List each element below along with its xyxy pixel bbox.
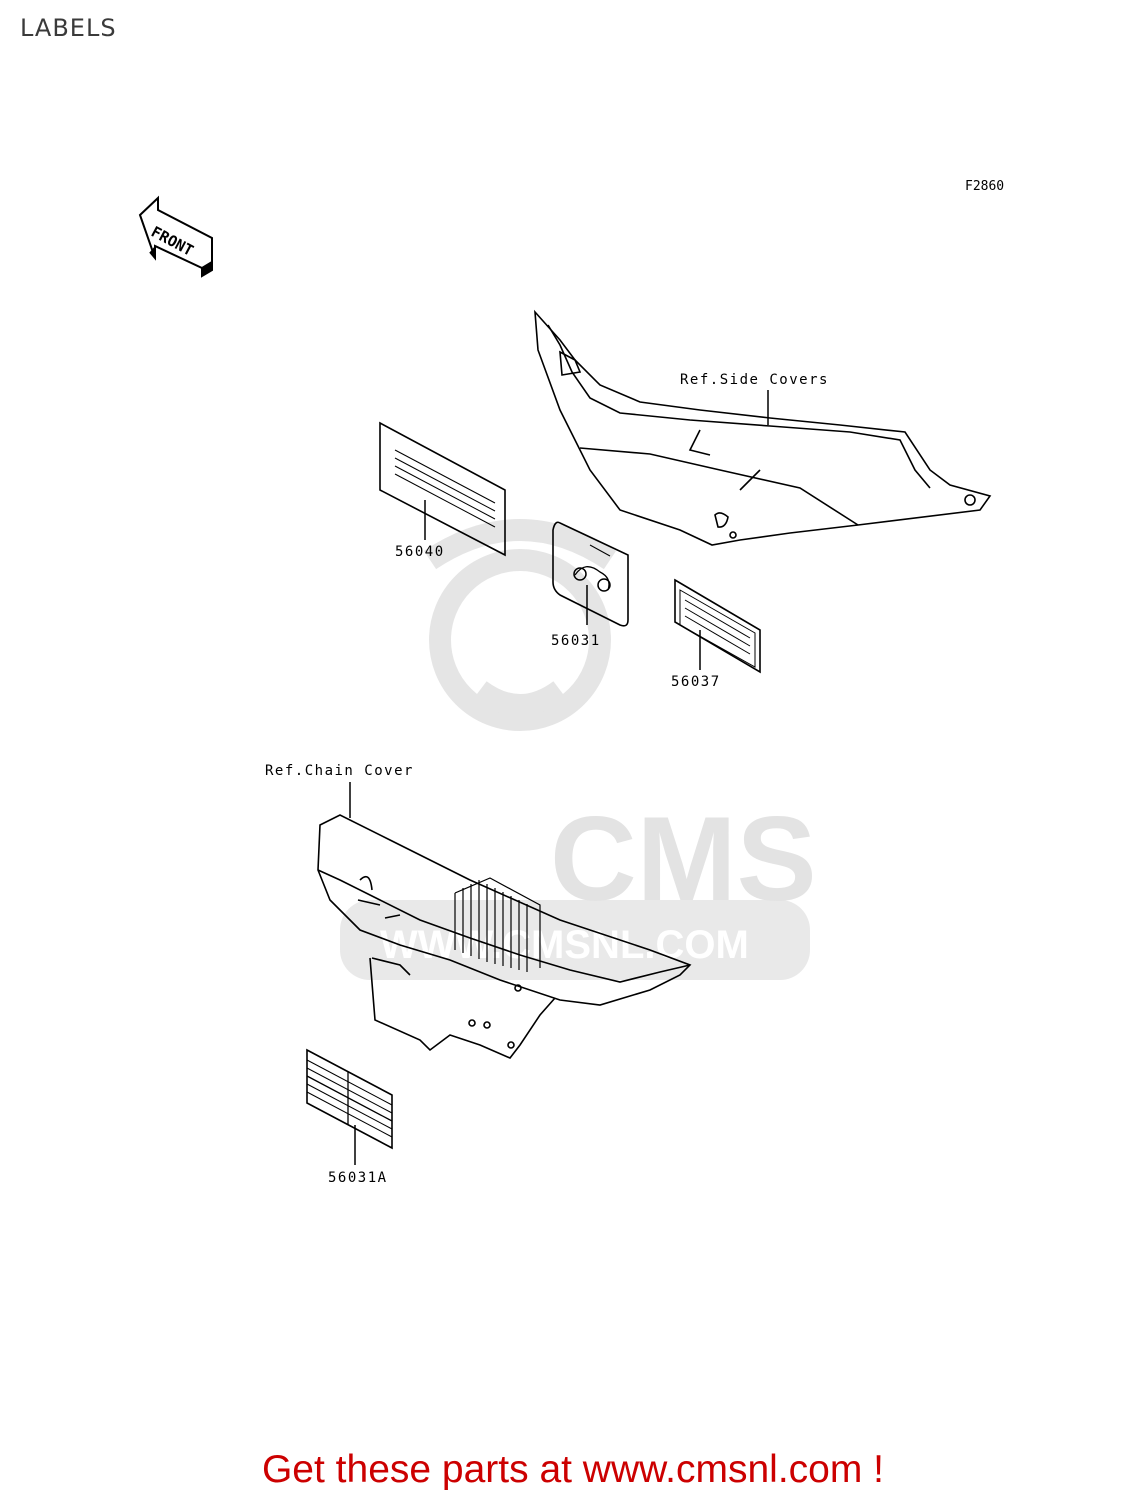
side-cover-part [534,309,992,546]
page-title: LABELS [20,14,117,42]
chain-cover-callout: Ref.Chain Cover [265,763,414,779]
label-56037-callout: 56037 [671,674,721,690]
watermark-url: WWW.CMSNL.COM [380,923,749,967]
label-56031-callout: 56031 [551,633,601,649]
side-covers-callout: Ref.Side Covers [680,372,829,388]
label-56040-part [379,421,506,557]
footer-parts-link[interactable]: Get these parts at www.cmsnl.com ! [261,1448,885,1491]
watermark-logo [423,519,617,731]
label-56031a-part [306,1048,393,1150]
watermark-text: CMS WWW.CMSNL.COM [340,792,817,980]
chain-cover-part [317,814,692,1059]
label-56031a-callout: 56031A [328,1170,388,1186]
watermark-brand: CMS [550,792,817,926]
front-arrow-icon: FRONT [138,195,213,278]
figure-code: F2860 [965,179,1004,194]
label-56031-part [552,521,629,627]
parts-diagram: CMS WWW.CMSNL.COM F2860 FRONT Ref.Side C… [138,179,1004,1186]
label-56040-callout: 56040 [395,544,445,560]
label-56037-part [674,578,761,674]
